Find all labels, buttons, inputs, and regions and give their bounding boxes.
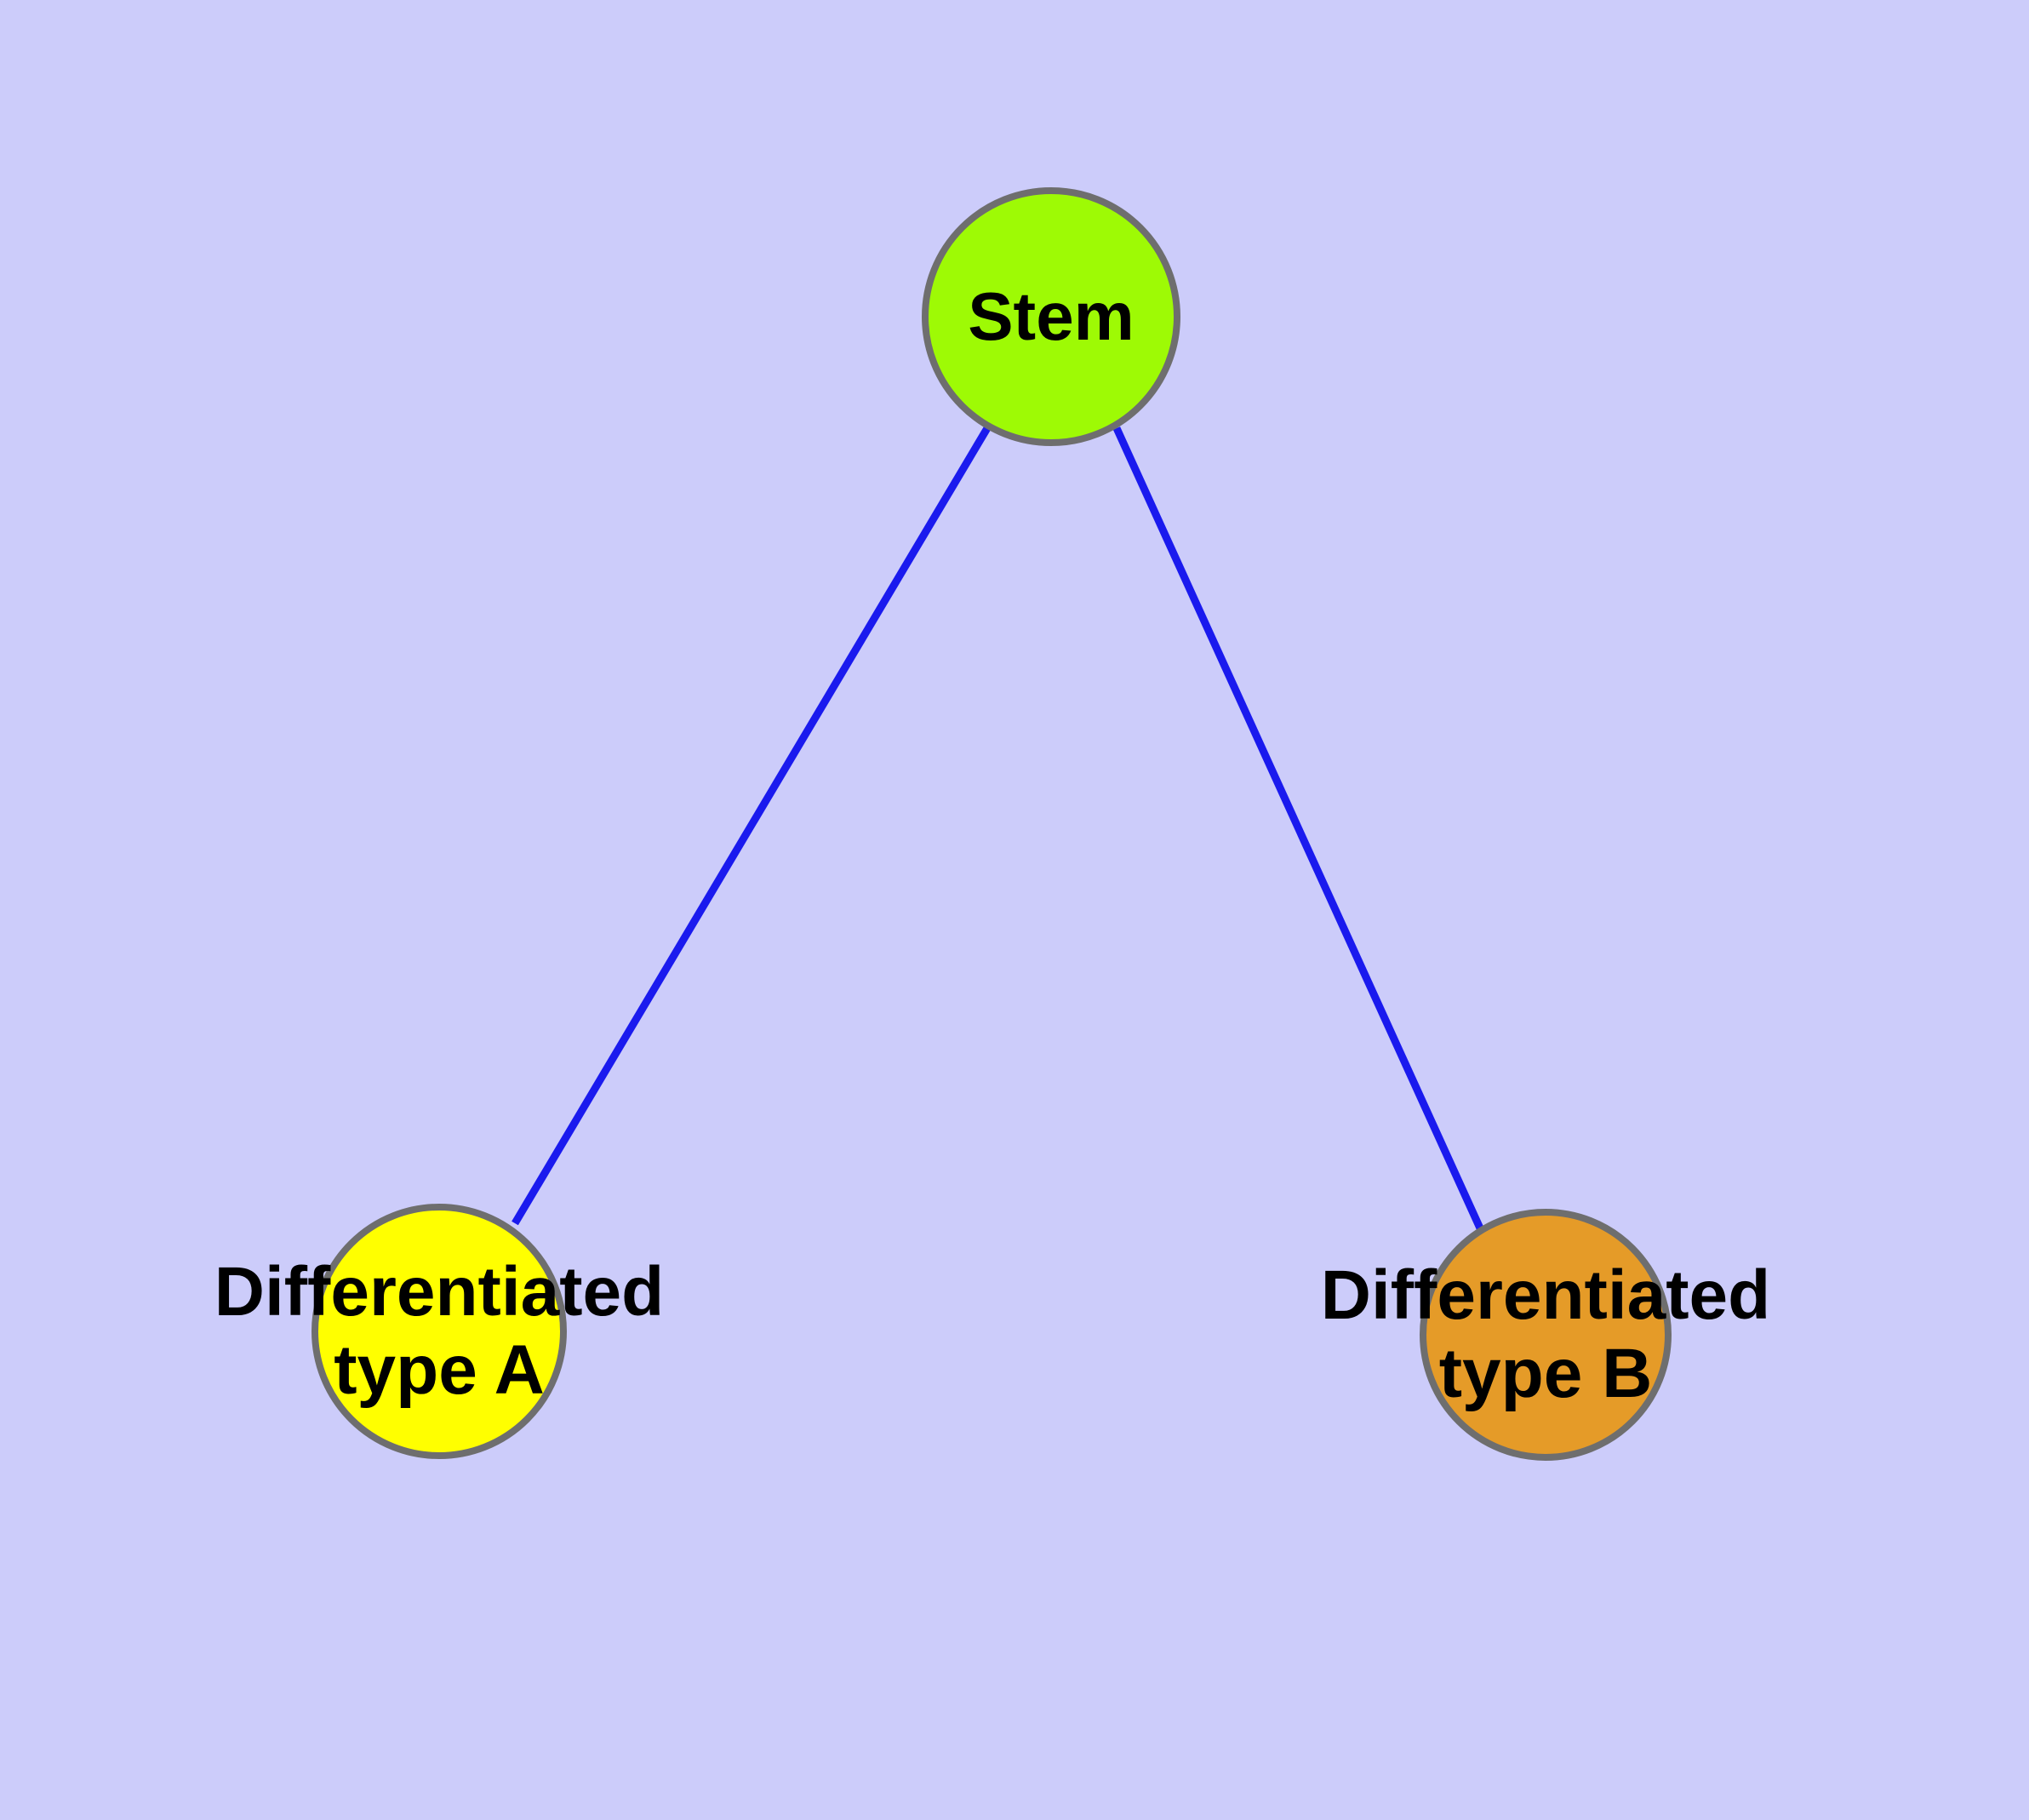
node-differentiated-type-b[interactable]: Differentiated type B — [1321, 1209, 1770, 1461]
node-differentiated-type-a-circle[interactable] — [311, 1204, 567, 1459]
node-differentiated-type-b-circle[interactable] — [1420, 1209, 1672, 1461]
node-stem-circle[interactable] — [922, 187, 1180, 446]
edge-stem-to-diff-a — [512, 426, 991, 1226]
edge-stem-to-diff-b — [1112, 426, 1485, 1232]
node-stem[interactable]: Stem — [922, 187, 1180, 446]
node-differentiated-type-a[interactable]: Differentiated type A — [214, 1204, 664, 1459]
